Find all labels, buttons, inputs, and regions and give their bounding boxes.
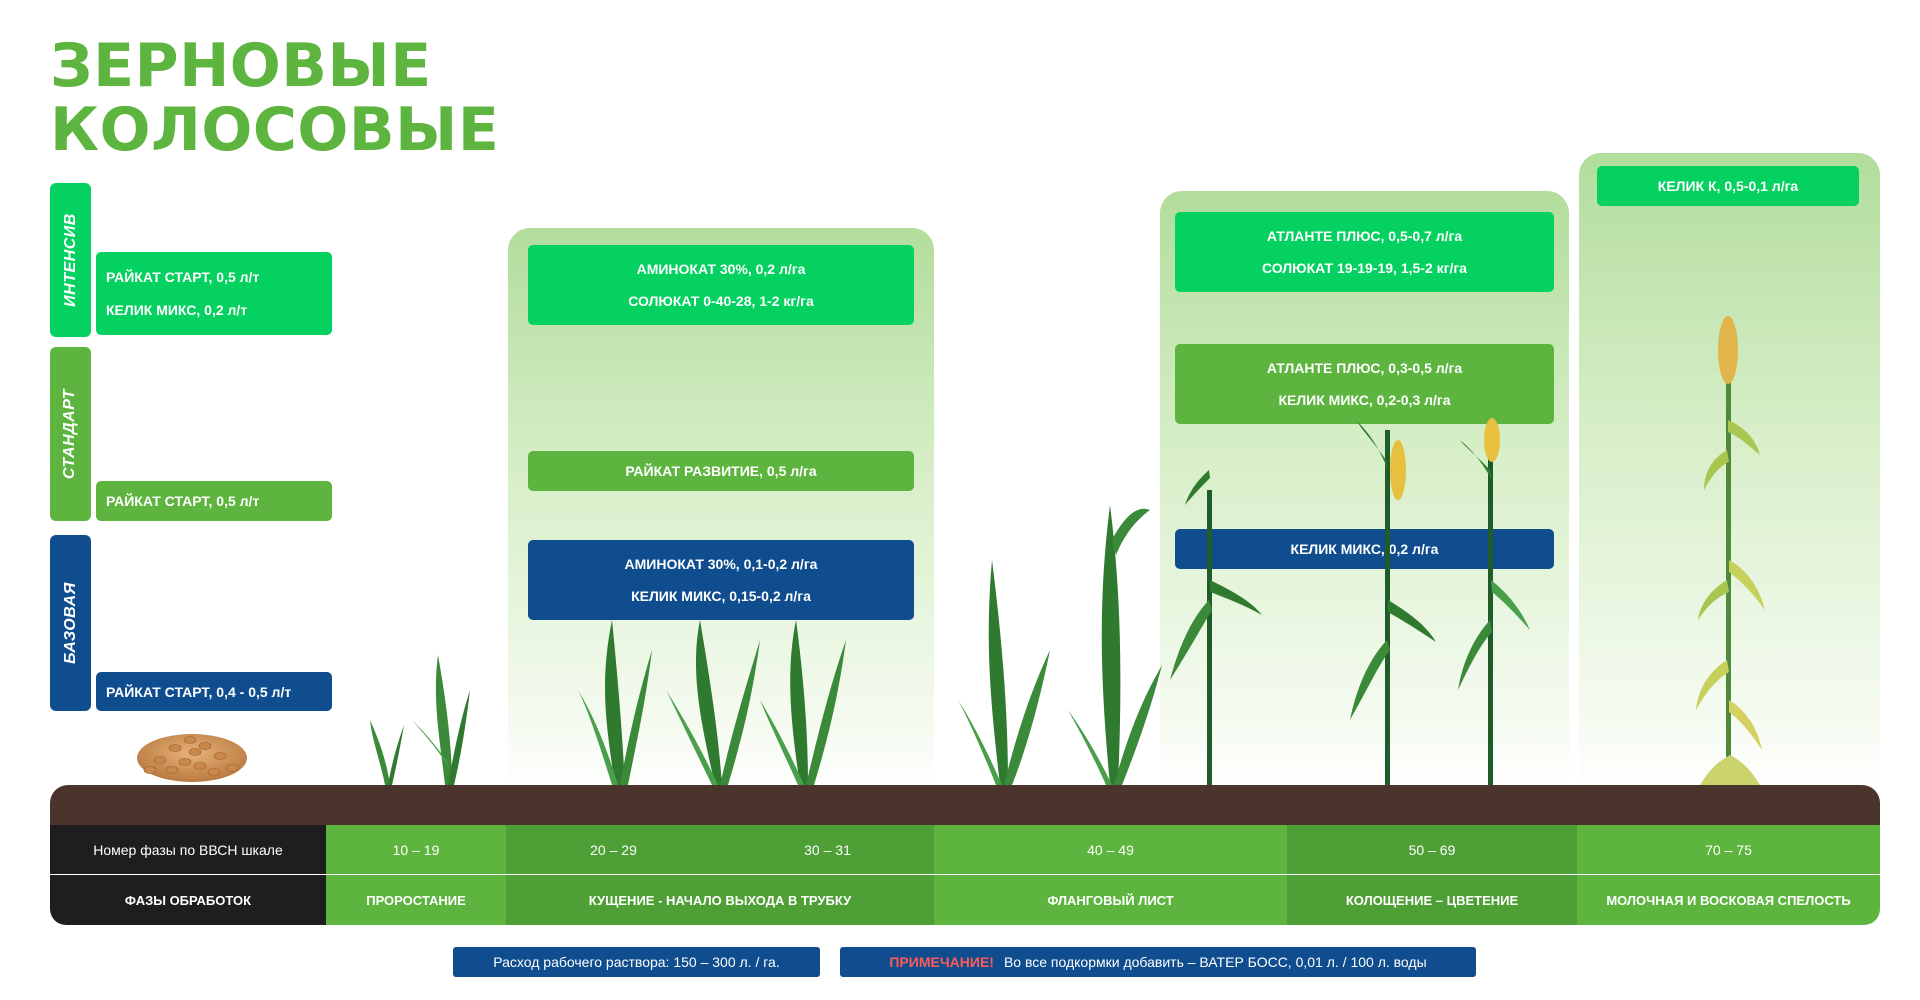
bbch-cell-4: 40 – 49: [934, 825, 1287, 874]
note-text: Во все подкормки добавить – ВАТЕР БОСС, …: [1003, 954, 1427, 970]
tier-label-standart: СТАНДАРТ: [50, 347, 91, 521]
phase-row-header: ФАЗЫ ОБРАБОТОК: [50, 875, 326, 925]
tier-intensiv-text: ИНТЕНСИВ: [61, 213, 79, 307]
seed-bazovaya-line: РАЙКАТ СТАРТ, 0,4 - 0,5 л/т: [106, 683, 292, 700]
seed-intensiv-line-1: РАЙКАТ СТАРТ, 0,5 л/т: [106, 268, 260, 285]
tillering-intensiv-line-2: СОЛЮКАТ 0-40-28, 1-2 кг/га: [628, 293, 814, 310]
tillering-bazovaya-box: АМИНОКАТ 30%, 0,1-0,2 л/га КЕЛИК МИКС, 0…: [528, 540, 914, 620]
wheat-plant-icon: [958, 505, 1162, 785]
seed-pile-icon: [137, 734, 247, 782]
tier-bazovaya-text: БАЗОВАЯ: [61, 582, 79, 664]
seed-intensiv-box: РАЙКАТ СТАРТ, 0,5 л/т КЕЛИК МИКС, 0,2 л/…: [96, 252, 332, 335]
note-label: ПРИМЕЧАНИЕ!: [889, 954, 994, 970]
heading-intensiv-box: АТЛАНТЕ ПЛЮС, 0,5-0,7 л/га СОЛЮКАТ 19-19…: [1175, 212, 1554, 292]
tillering-standart-box: РАЙКАТ РАЗВИТИЕ, 0,5 л/га: [528, 451, 914, 491]
page-title: ЗЕРНОВЫЕ КОЛОСОВЫЕ: [50, 34, 499, 162]
table-row-separator: [50, 874, 1880, 875]
heading-intensiv-line-2: СОЛЮКАТ 19-19-19, 1,5-2 кг/га: [1262, 260, 1467, 277]
tier-standart-text: СТАНДАРТ: [61, 388, 79, 480]
tier-label-intensiv: ИНТЕНСИВ: [50, 183, 91, 337]
additive-note: ПРИМЕЧАНИЕ! Во все подкормки добавить – …: [840, 947, 1476, 977]
seed-standart-box: РАЙКАТ СТАРТ, 0,5 л/т: [96, 481, 332, 521]
seed-standart-line: РАЙКАТ СТАРТ, 0,5 л/т: [106, 493, 260, 509]
phase-cell-5: МОЛОЧНАЯ И ВОСКОВАЯ СПЕЛОСТЬ: [1577, 875, 1880, 925]
heading-bazovaya-line: КЕЛИК МИКС, 0,2 л/га: [1290, 541, 1439, 557]
heading-bazovaya-box: КЕЛИК МИКС, 0,2 л/га: [1175, 529, 1554, 569]
tillering-bazovaya-line-2: КЕЛИК МИКС, 0,15-0,2 л/га: [631, 588, 811, 605]
bbch-cell-5: 50 – 69: [1287, 825, 1577, 874]
ripening-intensiv-line: КЕЛИК К, 0,5-0,1 л/га: [1657, 178, 1799, 194]
seed-intensiv-line-2: КЕЛИК МИКС, 0,2 л/т: [106, 302, 248, 319]
tillering-standart-line: РАЙКАТ РАЗВИТИЕ, 0,5 л/га: [625, 463, 817, 479]
bbch-cell-6: 70 – 75: [1577, 825, 1880, 874]
title-line-2: КОЛОСОВЫЕ: [50, 95, 500, 165]
tillering-intensiv-box: АМИНОКАТ 30%, 0,2 л/га СОЛЮКАТ 0-40-28, …: [528, 245, 914, 325]
solution-rate-text: Расход рабочего раствора: 150 – 300 л. /…: [493, 954, 780, 970]
bbch-cell-1: 10 – 19: [326, 825, 506, 874]
title-line-1: ЗЕРНОВЫЕ: [50, 31, 432, 101]
wheat-plant-icon: [370, 655, 470, 785]
tillering-bazovaya-line-1: АМИНОКАТ 30%, 0,1-0,2 л/га: [624, 555, 818, 572]
seed-bazovaya-box: РАЙКАТ СТАРТ, 0,4 - 0,5 л/т: [96, 672, 332, 711]
phase-cell-2: КУЩЕНИЕ - НАЧАЛО ВЫХОДА В ТРУБКУ: [506, 875, 934, 925]
phase-cell-3: ФЛАНГОВЫЙ ЛИСТ: [934, 875, 1287, 925]
bbch-row-header: Номер фазы по ВВСН шкале: [50, 825, 326, 874]
solution-rate-note: Расход рабочего раствора: 150 – 300 л. /…: [453, 947, 820, 977]
ripening-intensiv-box: КЕЛИК К, 0,5-0,1 л/га: [1597, 166, 1859, 206]
heading-standart-box: АТЛАНТЕ ПЛЮС, 0,3-0,5 л/га КЕЛИК МИКС, 0…: [1175, 344, 1554, 424]
heading-intensiv-line-1: АТЛАНТЕ ПЛЮС, 0,5-0,7 л/га: [1266, 227, 1463, 244]
phase-table: Номер фазы по ВВСН шкале 10 – 19 20 – 29…: [50, 825, 1880, 925]
bbch-cell-3: 30 – 31: [721, 825, 934, 874]
bbch-cell-2: 20 – 29: [506, 825, 721, 874]
ripening-zone: [1579, 153, 1880, 788]
phase-cell-1: ПРОРОСТАНИЕ: [326, 875, 506, 925]
heading-standart-line-1: АТЛАНТЕ ПЛЮС, 0,3-0,5 л/га: [1266, 359, 1463, 376]
tier-label-bazovaya: БАЗОВАЯ: [50, 535, 91, 711]
phase-cell-4: КОЛОЩЕНИЕ – ЦВЕТЕНИЕ: [1287, 875, 1577, 925]
soil-strip: [50, 785, 1880, 827]
heading-standart-line-2: КЕЛИК МИКС, 0,2-0,3 л/га: [1278, 392, 1451, 409]
tillering-intensiv-line-1: АМИНОКАТ 30%, 0,2 л/га: [636, 260, 806, 277]
